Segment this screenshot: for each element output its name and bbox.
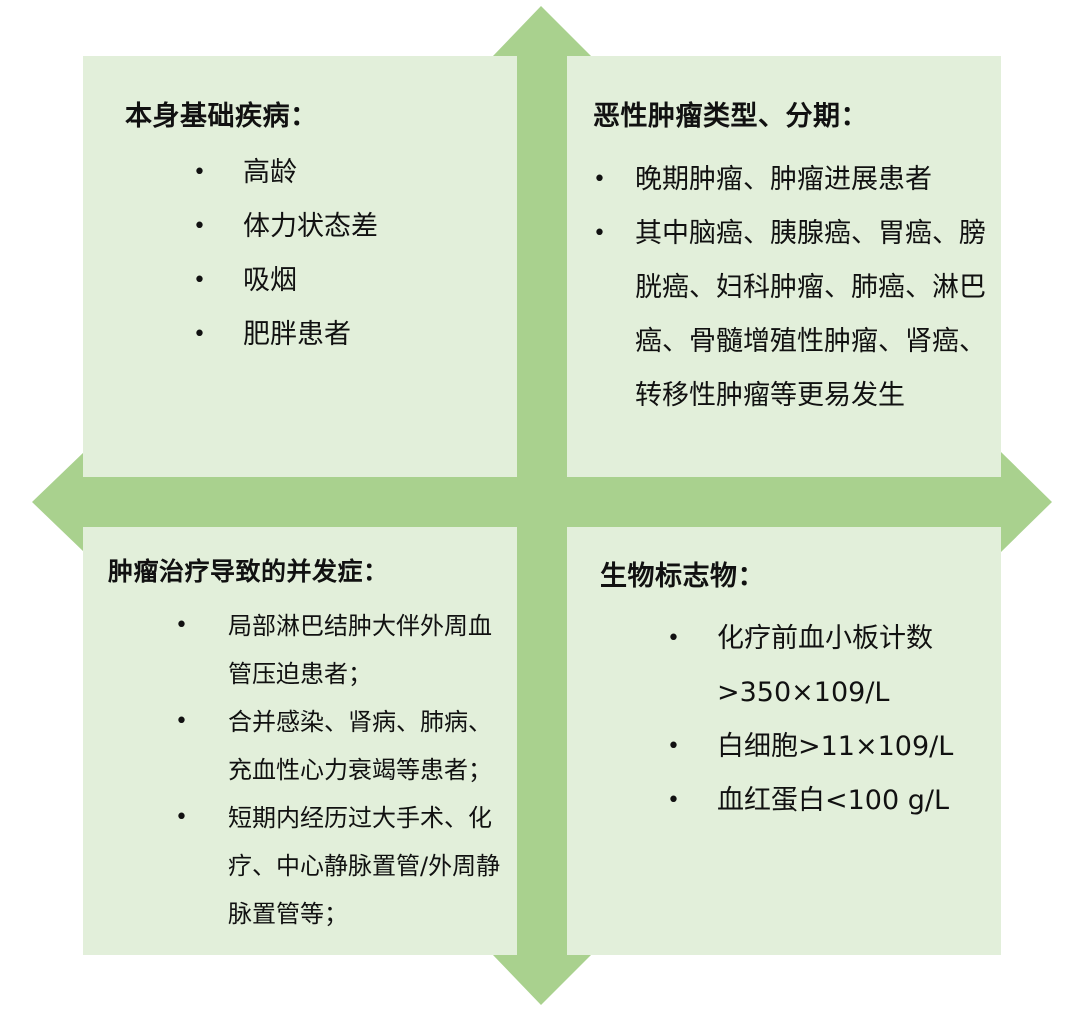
arrow-down-icon	[493, 527, 591, 1005]
bullet-icon: •	[667, 788, 680, 813]
bullet-icon: •	[593, 221, 606, 246]
bullet-icon: •	[175, 709, 188, 734]
list-item-text: 白细胞>11×109/L	[717, 731, 954, 762]
quadrant-biomarkers: 生物标志物： • 化疗前血小板计数>350×109/L • 白细胞>11×109…	[567, 527, 1001, 955]
bullet-list: • 化疗前血小板计数>350×109/L • 白细胞>11×109/L • 血红…	[567, 612, 987, 828]
list-item: • 白细胞>11×109/L	[567, 720, 987, 774]
quadrant-underlying-disease: 本身基础疾病： • 高龄 • 体力状态差 • 吸烟 • 肥胖患者	[83, 56, 517, 477]
quadrant-title: 恶性肿瘤类型、分期：	[593, 101, 868, 132]
list-item: • 其中脑癌、胰腺癌、胃癌、膀胱癌、妇科肿瘤、肺癌、淋巴癌、骨髓增殖性肿瘤、肾癌…	[567, 207, 995, 423]
list-item-text: 短期内经历过大手术、化疗、中心静脉置管/外周静脉置管等；	[228, 804, 501, 928]
list-item-text: 其中脑癌、胰腺癌、胃癌、膀胱癌、妇科肿瘤、肺癌、淋巴癌、骨髓增殖性肿瘤、肾癌、转…	[635, 218, 986, 411]
list-item-text: 晚期肿瘤、肿瘤进展患者	[635, 164, 932, 195]
bullet-icon: •	[193, 214, 206, 239]
list-item-text: 吸烟	[243, 265, 297, 296]
list-item: • 化疗前血小板计数>350×109/L	[567, 612, 987, 720]
quadrant-title: 肿瘤治疗导致的并发症：	[108, 557, 389, 586]
quadrant-tumor-type-stage: 恶性肿瘤类型、分期： • 晚期肿瘤、肿瘤进展患者 • 其中脑癌、胰腺癌、胃癌、膀…	[567, 56, 1001, 477]
list-item-text: 血红蛋白<100 g/L	[717, 785, 950, 816]
bullet-icon: •	[667, 734, 680, 759]
list-item: • 短期内经历过大手术、化疗、中心静脉置管/外周静脉置管等；	[83, 794, 508, 938]
list-item-text: 化疗前血小板计数>350×109/L	[717, 623, 933, 708]
bullet-icon: •	[175, 805, 188, 830]
list-item-text: 局部淋巴结肿大伴外周血管压迫患者；	[228, 612, 492, 688]
list-item: • 局部淋巴结肿大伴外周血管压迫患者；	[83, 602, 508, 698]
bullet-list: • 晚期肿瘤、肿瘤进展患者 • 其中脑癌、胰腺癌、胃癌、膀胱癌、妇科肿瘤、肺癌、…	[567, 153, 995, 423]
bullet-icon: •	[593, 167, 606, 192]
list-item: • 合并感染、肾病、肺病、充血性心力衰竭等患者；	[83, 698, 508, 794]
quadrant-title: 生物标志物：	[600, 561, 765, 592]
list-item: • 晚期肿瘤、肿瘤进展患者	[567, 153, 995, 207]
bullet-icon: •	[175, 613, 188, 638]
bullet-icon: •	[193, 160, 206, 185]
bullet-list: • 局部淋巴结肿大伴外周血管压迫患者； • 合并感染、肾病、肺病、充血性心力衰竭…	[83, 602, 508, 938]
list-item: • 血红蛋白<100 g/L	[567, 774, 987, 828]
list-item-text: 高龄	[243, 157, 297, 188]
list-item-text: 合并感染、肾病、肺病、充血性心力衰竭等患者；	[228, 708, 492, 784]
quadrant-title: 本身基础疾病：	[125, 101, 318, 132]
list-item-text: 体力状态差	[243, 211, 378, 242]
arrow-up-icon	[493, 6, 591, 477]
list-item-text: 肥胖患者	[243, 319, 351, 350]
bullet-icon: •	[667, 626, 680, 651]
bullet-icon: •	[193, 268, 206, 293]
quadrant-treatment-complications: 肿瘤治疗导致的并发症： • 局部淋巴结肿大伴外周血管压迫患者； • 合并感染、肾…	[83, 527, 517, 955]
bullet-icon: •	[193, 322, 206, 347]
